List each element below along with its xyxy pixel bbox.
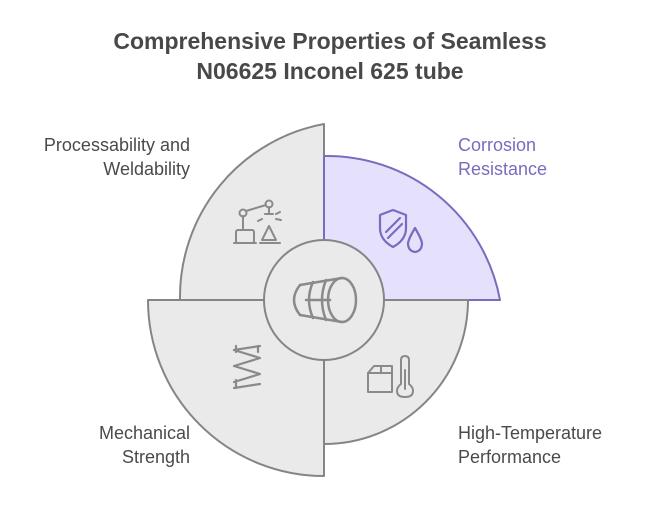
label-mechanical-strength: Mechanical Strength	[98, 423, 190, 467]
tube-cylinder-icon	[292, 276, 358, 324]
spring-icon	[232, 344, 262, 390]
shield-droplet-icon	[378, 208, 424, 254]
page-title: Comprehensive Properties of Seamless N06…	[0, 26, 660, 86]
title-line-1: Comprehensive Properties of Seamless	[113, 28, 547, 54]
label-corrosion-resistance: Corrosion Resistance	[458, 135, 548, 179]
title-line-2: N06625 Inconel 625 tube	[196, 58, 464, 84]
box-thermometer-icon	[367, 355, 414, 398]
label-high-temperature-performance: High-Temperature Performance	[458, 423, 603, 467]
robotic-arm-welding-icon	[233, 199, 282, 244]
label-processability-weldability: Processability and Weldability	[43, 135, 190, 179]
